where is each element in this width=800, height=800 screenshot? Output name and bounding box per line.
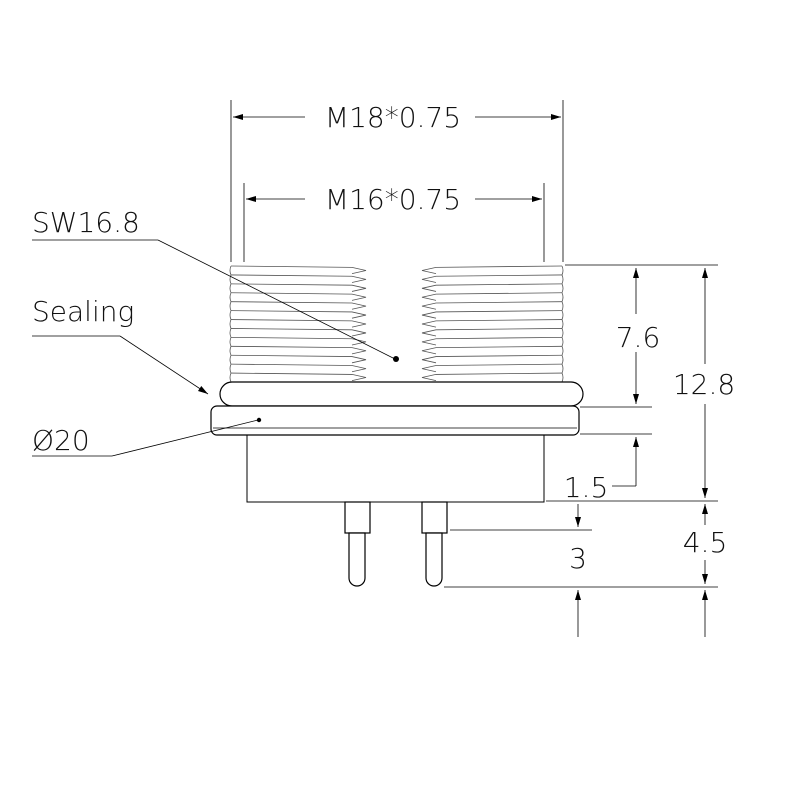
thread-edge	[561, 346, 564, 356]
pin-left-shaft	[348, 532, 366, 587]
dim-m16: M16*0.75	[246, 183, 542, 216]
thread-line	[230, 328, 367, 337]
label-m16: M16*0.75	[325, 183, 461, 216]
thread-edge	[561, 292, 564, 302]
thread-line	[230, 354, 367, 364]
thread-edge	[229, 337, 232, 347]
thread-edge	[561, 265, 564, 276]
thread-edge	[561, 372, 564, 383]
thread-edge	[229, 283, 232, 293]
thread-line	[421, 319, 563, 328]
thread-line	[230, 265, 367, 274]
pin-left	[344, 501, 371, 587]
connector-body	[210, 265, 584, 587]
thread-edge	[561, 283, 564, 293]
pin-right-shaft	[425, 532, 443, 587]
label-12-8: 12.8	[673, 368, 735, 401]
label-7-6: 7.6	[616, 321, 661, 354]
leader-diameter: Ø20	[32, 417, 262, 457]
dim-m18: M18*0.75	[233, 101, 561, 134]
thread-line	[421, 301, 563, 310]
thread-line	[230, 310, 367, 319]
thread-line	[230, 345, 367, 355]
pin-right-base	[421, 501, 448, 534]
thread-edge	[561, 355, 564, 365]
thread-edge	[229, 301, 232, 311]
thread-edge	[229, 292, 232, 302]
label-3: 3	[569, 542, 587, 575]
label-4-5: 4.5	[683, 526, 728, 559]
thread-line	[230, 336, 367, 346]
thread-edge	[229, 346, 232, 356]
leader-diameter-dot	[256, 417, 262, 423]
leader-sw: SW16.8	[32, 206, 399, 362]
thread-line	[421, 336, 563, 346]
thread-line	[421, 328, 563, 337]
thread-edge	[229, 355, 232, 365]
thread-edge	[229, 372, 232, 383]
thread-edge	[229, 265, 232, 276]
thread-line	[421, 372, 563, 382]
thread-edge	[229, 328, 232, 338]
thread-line	[230, 283, 367, 292]
pin-right	[421, 501, 448, 587]
thread-line	[230, 363, 367, 373]
pin-left-base	[344, 501, 371, 534]
thread-line	[230, 372, 367, 382]
thread-line	[421, 363, 563, 373]
thread-edge	[561, 337, 564, 347]
flange	[210, 405, 580, 436]
thread-edge	[229, 363, 232, 374]
dim-1-5: 1.5	[564, 437, 639, 504]
label-sw: SW16.8	[32, 206, 140, 239]
thread-edge	[229, 310, 232, 320]
thread-line	[421, 292, 563, 301]
thread-section	[229, 265, 564, 390]
leader-sw-dot	[393, 356, 399, 362]
thread-line	[230, 292, 367, 301]
thread-edge	[561, 319, 564, 329]
label-diameter: Ø20	[32, 424, 90, 457]
thread-line	[230, 319, 367, 328]
thread-line	[421, 283, 563, 292]
thread-band-left	[229, 265, 367, 390]
thread-band-right	[421, 265, 564, 390]
thread-edge	[561, 301, 564, 311]
thread-edge	[561, 274, 564, 285]
thread-edge	[229, 274, 232, 285]
dim-3: 3	[569, 504, 587, 637]
dim-7-6: 7.6	[616, 268, 661, 404]
thread-line	[421, 274, 563, 283]
thread-edge	[229, 319, 232, 329]
leader-sealing: Sealing	[32, 295, 209, 395]
extension-lines	[230, 100, 718, 588]
dim-4-5: 4.5	[683, 504, 728, 637]
label-1-5: 1.5	[564, 471, 609, 504]
thread-line	[421, 310, 563, 319]
dim-12-8: 12.8	[673, 268, 735, 498]
thread-edge	[561, 363, 564, 374]
thread-line	[421, 354, 563, 364]
thread-edge	[561, 328, 564, 338]
thread-line	[421, 345, 563, 355]
thread-edge	[561, 310, 564, 320]
thread-line	[230, 301, 367, 310]
thread-line	[421, 265, 563, 274]
label-sealing: Sealing	[32, 295, 134, 328]
lower-body	[246, 435, 545, 503]
label-m18: M18*0.75	[325, 101, 461, 134]
sealing-ring	[219, 381, 584, 407]
thread-line	[230, 274, 367, 283]
